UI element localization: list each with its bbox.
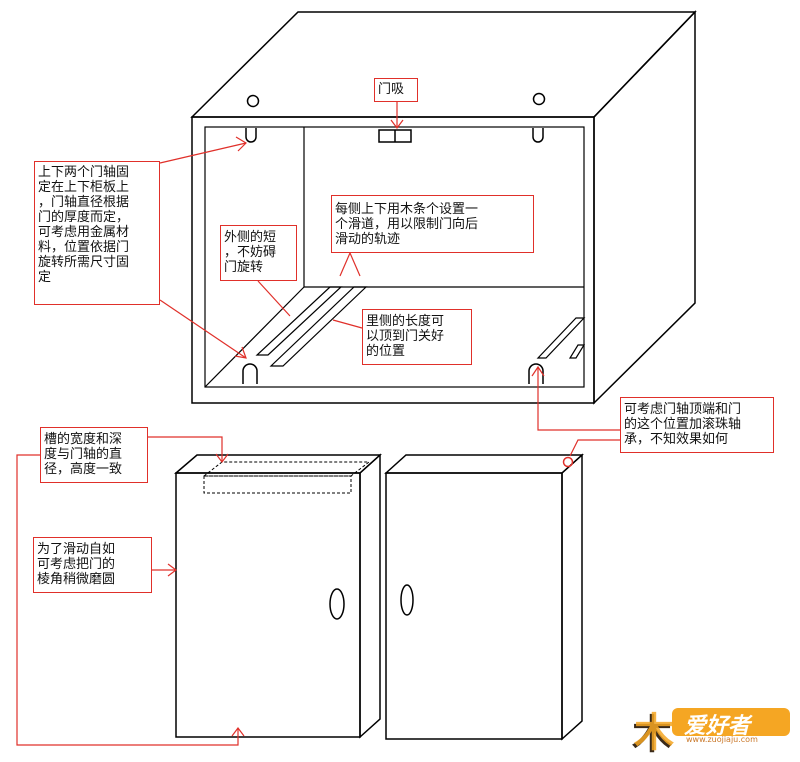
cabinet-side-panel — [593, 10, 696, 405]
watermark-brand: 爱好者 — [684, 714, 751, 739]
leader-pivot-top — [159, 142, 247, 164]
right-door-side — [561, 453, 583, 741]
cabinet-inner-opening — [204, 126, 585, 388]
pivot-hole-bottom-right — [528, 363, 544, 384]
pivot-hole-top-left — [245, 128, 257, 143]
left-door-top — [173, 454, 382, 474]
label-slide-track: 每侧上下用木条个设置一 个滑道，用以限制门向后 滑动的轨迹 — [331, 195, 534, 253]
right-door-handle — [400, 584, 414, 616]
arrow-pivot-bottom — [234, 346, 247, 359]
arrow-round-corner — [167, 563, 177, 577]
label-outer-short: 外侧的短 ，不妨碍 门旋转 — [220, 225, 297, 281]
slide-track-outer — [255, 286, 343, 356]
cabinet-floor-left — [204, 286, 305, 388]
watermark-site: www.zuojiaju.com — [686, 735, 758, 744]
watermark-logo: 木 木 — [632, 708, 790, 758]
cabinet — [190, 10, 697, 405]
door-groove — [202, 461, 371, 477]
arrow-loop — [231, 727, 245, 737]
slide-track-right-2 — [568, 344, 586, 359]
label-groove-note: 槽的宽度和深 度与门轴的直 径，高度一致 — [40, 427, 148, 483]
label-pivot-note: 上下两个门轴固 定在上下柜板上 ，门轴直径根据 门的厚度而定， 可考虑用金属材 … — [34, 161, 160, 305]
label-round-corner: 为了滑动自如 可考虑把门的 棱角稍微磨圆 — [33, 537, 152, 593]
top-hole-right — [532, 92, 546, 106]
bearing-spot — [562, 456, 574, 468]
annotation-lines — [16, 101, 620, 746]
cabinet-top-panel — [190, 11, 697, 118]
leader-inner-length — [332, 319, 363, 329]
leader-bearing-up — [537, 367, 620, 431]
leader-groove — [148, 436, 223, 462]
slide-track-inner — [269, 286, 368, 367]
logo-mark-overlay: 木 — [634, 709, 674, 756]
arrow-door-catch — [390, 119, 404, 129]
leader-slide-left — [339, 252, 351, 277]
top-hole-left — [246, 94, 260, 108]
leader-outer-short — [257, 280, 291, 317]
arrow-bearing-up — [531, 365, 545, 377]
leader-pivot-bottom — [159, 299, 247, 359]
leader-loop — [16, 454, 239, 746]
label-door-catch: 门吸 — [374, 78, 418, 102]
label-ball-bearing: 可考虑门轴顶端和门 的这个位置加滚珠轴 承，不知效果如何 — [620, 397, 774, 453]
cabinet-front-frame — [191, 116, 595, 404]
doors — [173, 453, 584, 741]
door-groove-front — [203, 475, 352, 494]
label-inner-length: 里侧的长度可 以顶到门关好 的位置 — [362, 309, 472, 365]
left-door-handle — [329, 588, 345, 620]
left-door-front — [175, 472, 361, 738]
pivot-hole-bottom-left — [242, 363, 258, 384]
right-door-top — [384, 454, 584, 474]
left-door-side — [359, 453, 381, 739]
logo-mark: 木 — [632, 711, 672, 758]
pivot-hole-top-right — [532, 128, 544, 143]
logo-badge — [672, 708, 790, 736]
arrow-pivot-top — [235, 136, 247, 152]
leader-slide-right — [349, 252, 361, 277]
arrow-groove — [215, 453, 229, 463]
slide-track-right-1 — [536, 317, 586, 359]
leader-bearing-down — [569, 439, 620, 457]
